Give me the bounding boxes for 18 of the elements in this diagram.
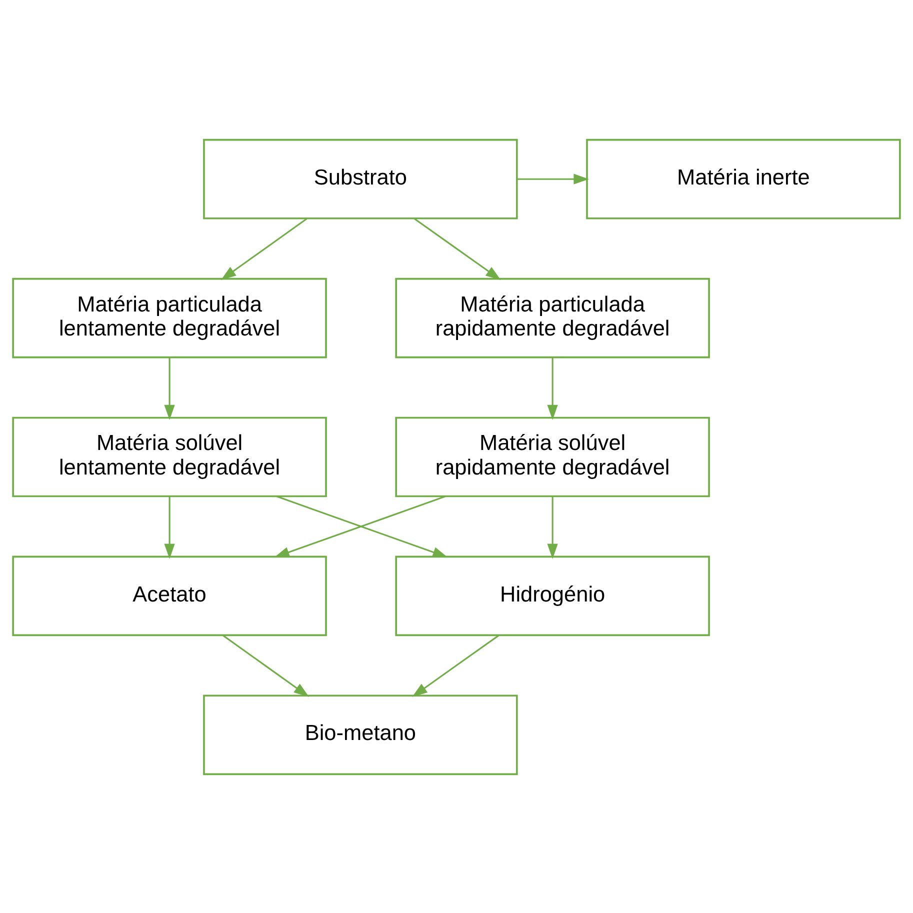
arrow — [164, 357, 175, 420]
arrow — [517, 173, 589, 184]
node-box: Bio-metano — [203, 694, 518, 775]
arrow — [164, 496, 175, 559]
arrow — [222, 634, 310, 696]
node-box: Matéria solúvel rapidamente degradável — [395, 416, 710, 497]
node-box: Hidrogénio — [395, 555, 710, 636]
node-box: Matéria solúvel lentamente degradável — [12, 416, 327, 497]
arrow — [547, 357, 558, 420]
node-box: Acetato — [12, 555, 327, 636]
arrow — [414, 218, 501, 280]
node-box: Matéria inerte — [586, 138, 901, 219]
node-box: Matéria particulada rapidamente degradável — [395, 277, 710, 358]
node-box: Substrato — [203, 138, 518, 219]
arrow — [220, 218, 308, 280]
arrow — [547, 496, 558, 559]
node-box: Matéria particulada lentamente degradável — [12, 277, 327, 358]
arrow — [412, 634, 499, 696]
